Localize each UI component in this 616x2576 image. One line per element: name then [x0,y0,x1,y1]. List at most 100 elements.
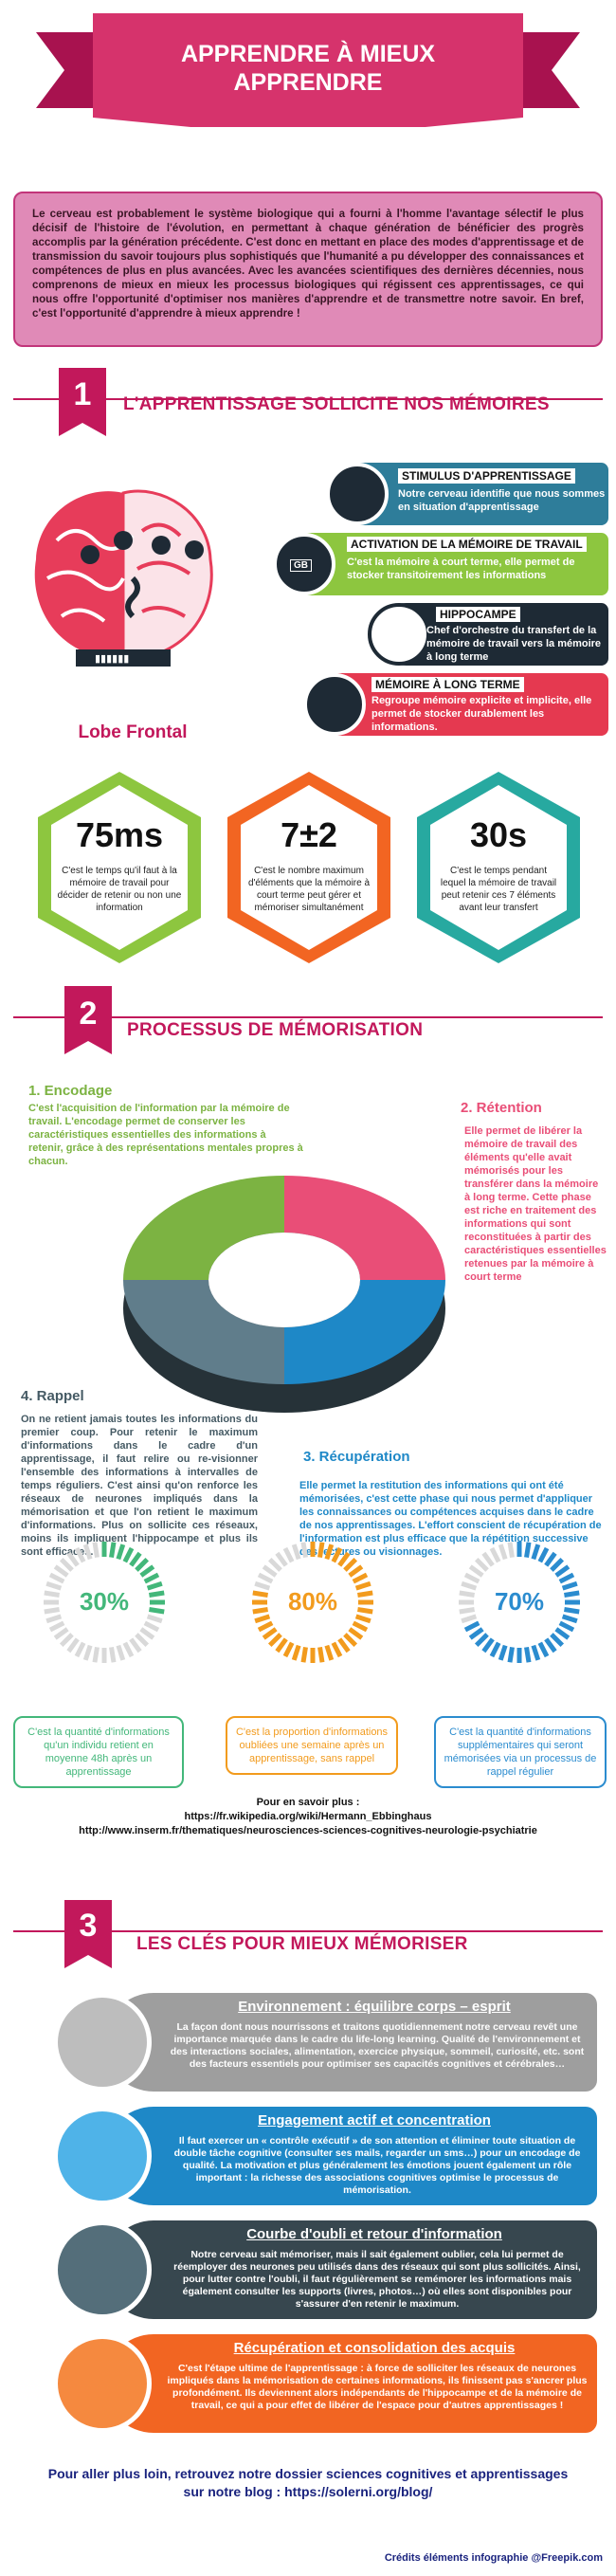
ring-segment [82,1644,93,1661]
section-2-flag [64,986,112,1054]
gb-label: GB [290,559,312,572]
step-rappel-title: 4. Rappel [21,1388,84,1404]
ring-segment [343,1557,358,1572]
brain-label: Lobe Frontal [78,722,188,742]
brain-illustration: ▮▮▮▮▮▮ [34,489,213,667]
desk-icon [53,2220,152,2319]
section-1-title: L'APPRENTISSAGE SOLLICITE NOS MÉMOIRES [123,394,550,414]
section-3-flag [64,1900,112,1968]
ring-segment [337,1551,351,1567]
ring-segment [139,1627,155,1640]
ring-30pct [44,1542,165,1663]
card-working-memory-title: ACTIVATION DE LA MÉMOIRE DE TRAVAIL [347,537,587,552]
key-consolidation [104,2334,597,2433]
ring-segment [324,1544,335,1561]
step-rappel-text: On ne retient jamais toutes les informat… [21,1414,258,1558]
ring-segment [531,1644,541,1661]
hexagon-30s [417,772,580,963]
ring-segment [74,1546,86,1563]
ring-segment [343,1633,358,1648]
key-4-text: C'est l'étape ultime de l'apprentissage … [167,2363,588,2411]
ring-2-value: 80% [287,1587,338,1616]
ring-segment [146,1580,163,1591]
key-3-title: Courbe d'oubli et retour d'information [246,2226,502,2242]
ring-segment [92,1542,100,1558]
ring-segment [149,1590,165,1598]
ring-segment [507,1542,515,1558]
ring-segment [48,1572,65,1584]
credits: Crédits éléments infographie @Freepik.co… [384,2552,603,2564]
step-encodage-title: 1. Encodage [28,1083,113,1099]
seahorse-icon [368,603,430,666]
section-2-title: PROCESSUS DE MÉMORISATION [127,1020,424,1040]
section-3-title: LES CLÉS POUR MIEUX MÉMORISER [136,1934,468,1954]
ring-segment [354,1580,371,1591]
footer-text: Pour aller plus loin, retrouvez notre do… [0,2465,616,2501]
hexagon-75ms [38,772,201,963]
ring-segment [66,1637,80,1653]
ring-segment [558,1620,575,1633]
ring-segment [537,1546,550,1563]
key-2-title: Engagement actif et concentration [258,2112,491,2128]
section-1-divider [13,398,603,400]
ring-segment [550,1633,565,1648]
section-3-divider [13,1930,603,1932]
ring-3-value: 70% [494,1587,545,1616]
ring-segment [468,1627,484,1640]
inserm-link[interactable]: http://www.inserm.fr/thematiques/neurosc… [79,1825,537,1836]
card-working-memory-text: C'est la mémoire à court terme, elle per… [347,557,575,581]
step-retention-title: 2. Rétention [461,1100,542,1116]
ring-segment [275,1551,288,1567]
step-recuperation-title: 3. Récupération [303,1449,410,1465]
ring-segment [282,1546,295,1563]
ring-segment [254,1614,271,1624]
ring-segment [554,1627,571,1640]
ring-segment [66,1551,80,1567]
ring-segment [109,1542,117,1558]
ring-segment [122,1546,135,1563]
intro-text: Le cerveau est probablement le système b… [13,192,603,347]
ring-segment [463,1572,480,1584]
ring-segment [524,1542,532,1558]
page-title: APPRENDRE À MIEUX APPRENDRE [180,41,436,96]
hex-1-text: C'est le temps qu'il faut à la mémoire d… [57,866,182,913]
hex-1-value: 75ms [75,815,164,854]
ring-segment [317,1647,325,1663]
key-2-text: Il faut exercer un « contrôle exécutif »… [173,2135,581,2196]
ring-segment [44,1607,60,1615]
ring-segment [59,1557,74,1572]
database-icon [303,673,366,736]
step-recuperation-text: Elle permet la restitution des informati… [299,1480,602,1558]
section-2-number: 2 [79,996,98,1032]
key-1-title: Environnement : équilibre corps – esprit [238,1999,511,2015]
ring-segment [135,1557,150,1572]
ring-70pct [459,1542,580,1663]
ring-segment [489,1641,501,1658]
card-long-term-memory-text: Regroupe mémoire explicite et implicite,… [371,695,592,733]
hex-3-value: 30s [469,815,528,854]
ring-segment [254,1580,271,1591]
ring-segment [324,1644,335,1661]
ring-segment [146,1614,163,1624]
step-encodage-text: C'est l'acquisition de l'information par… [28,1103,303,1167]
builder-icon [53,2334,152,2433]
card-long-term-memory-title: MÉMOIRE À LONG TERME [371,677,524,692]
blog-link[interactable]: sur notre blog : https://solerni.org/blo… [183,2484,433,2499]
ring-segment [544,1551,557,1567]
ring-segment [45,1580,63,1591]
hexagon-7pm2 [227,772,390,963]
ring-segment [337,1637,351,1653]
ring-segment [149,1607,165,1615]
ring-segment [554,1564,571,1578]
ring-segment [474,1557,489,1572]
wikipedia-link[interactable]: https://fr.wikipedia.org/wiki/Hermann_Eb… [184,1811,432,1822]
ring-segment [275,1637,288,1653]
ring-segment [564,1590,580,1598]
ring-segment [331,1641,343,1658]
ring-segment [463,1620,480,1633]
ring-segment [262,1564,278,1578]
ring-segment [135,1633,150,1648]
ring-segment [59,1633,74,1648]
ring-segment [53,1564,69,1578]
ring-segment [291,1544,301,1561]
